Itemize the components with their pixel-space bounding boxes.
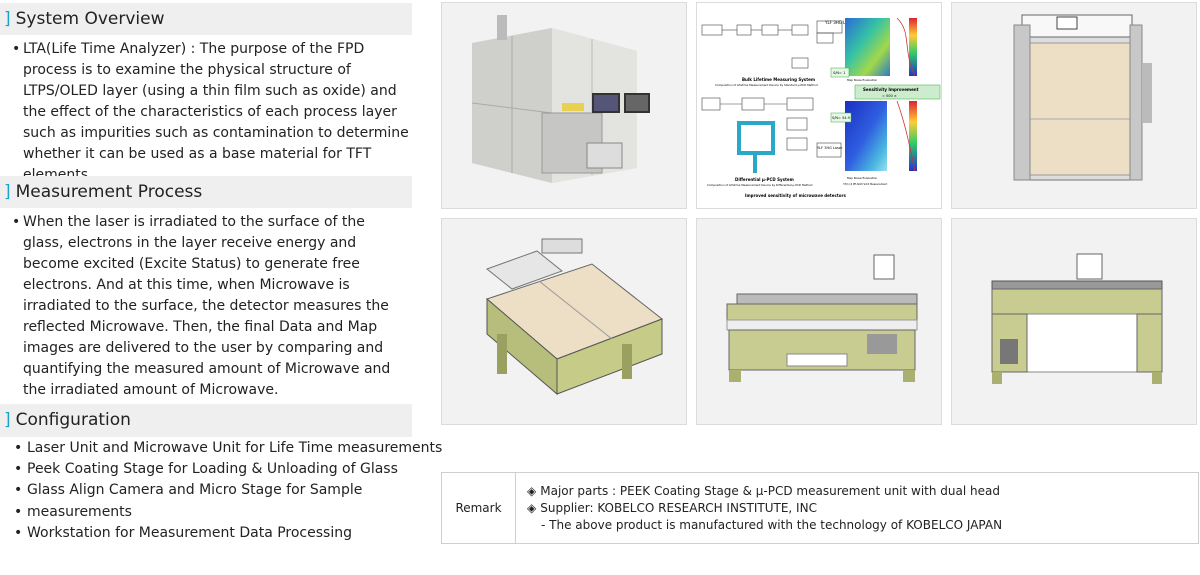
stage-top-view [951,2,1197,209]
diamond-bullet-icon: ◈ [527,501,537,515]
laser-bottom-label: YLF 3HG Laser [817,146,843,150]
bullet-icon: • [12,214,21,230]
section-title: Configuration [15,410,131,430]
bracket-icon: ] [4,182,11,202]
equipment-photo [441,2,687,209]
map-bottom-label: Map Noise Evaluation [847,176,877,180]
section-header-system-overview: ]System Overview [0,3,412,35]
svg-text:YLF 3HG Laser: YLF 3HG Laser [824,20,854,25]
bracket-icon: ] [4,410,11,430]
section-title: Measurement Process [15,182,203,202]
system-top-sub: Composition of Lifetime Measurement Devi… [715,83,818,87]
system-bottom-sub: Composition of Lifetime Measurement Devi… [707,183,813,187]
diagram-caption: Improved sensitivity of microwave detect… [745,193,847,198]
remark-line-note: - The above product is manufactured with… [541,518,1003,532]
sensitivity-value: = 500 × [882,94,897,98]
stage-front-view [696,218,942,425]
remark-line-parts: ◈Major parts : PEEK Coating Stage & μ-PC… [527,484,1000,498]
map-bottom-sub: 37(1):4 PE-SiOX SiCX Measurement [843,182,887,186]
configuration-list: Laser Unit and Microwave Unit for Life T… [14,438,442,544]
section-title: System Overview [15,9,165,29]
list-item: Peek Coating Stage for Loading & Unloadi… [14,459,442,480]
remark-lines: ◈Major parts : PEEK Coating Stage & μ-PC… [527,483,1002,534]
list-item-continuation: measurements [14,502,442,523]
section-header-measurement-process: ]Measurement Process [0,176,412,208]
snr-top-label: S/N= 1 [833,71,845,75]
stage-isometric-view [441,218,687,425]
diamond-bullet-icon: ◈ [527,484,537,498]
remark-label: Remark [442,473,516,543]
map-top-label: Map Noise Evaluation [847,78,877,82]
overview-text: LTA(Life Time Analyzer) : The purpose of… [23,41,409,183]
list-item: Glass Align Camera and Micro Stage for S… [14,480,442,501]
sensitivity-label: Sensitivity Improvement [863,87,919,92]
section-header-configuration: ]Configuration [0,404,412,437]
process-text: When the laser is irradiated to the surf… [23,214,391,398]
remark-line-supplier: ◈Supplier: KOBELCO RESEARCH INSTITUTE, I… [527,501,817,515]
bracket-icon: ] [4,9,11,29]
list-item: Workstation for Measurement Data Process… [14,523,442,544]
bullet-icon: • [12,41,21,57]
remark-box: Remark ◈Major parts : PEEK Coating Stage… [441,472,1199,544]
overview-paragraph: • LTA(Life Time Analyzer) : The purpose … [12,39,417,186]
process-paragraph: • When the laser is irradiated to the su… [12,212,406,401]
system-bottom-label: Differential μ-PCD System [735,177,794,182]
stage-side-view [951,218,1197,425]
microwave-diagram: YLF 3HG Laser S/N= 1 [696,2,942,209]
snr-bottom-label: S/N= 54.9 [832,116,850,120]
system-top-label: Bulk Lifetime Measuring System [742,77,815,82]
list-item: Laser Unit and Microwave Unit for Life T… [14,438,442,459]
left-column: ]System Overview • LTA(Life Time Analyze… [0,0,442,575]
